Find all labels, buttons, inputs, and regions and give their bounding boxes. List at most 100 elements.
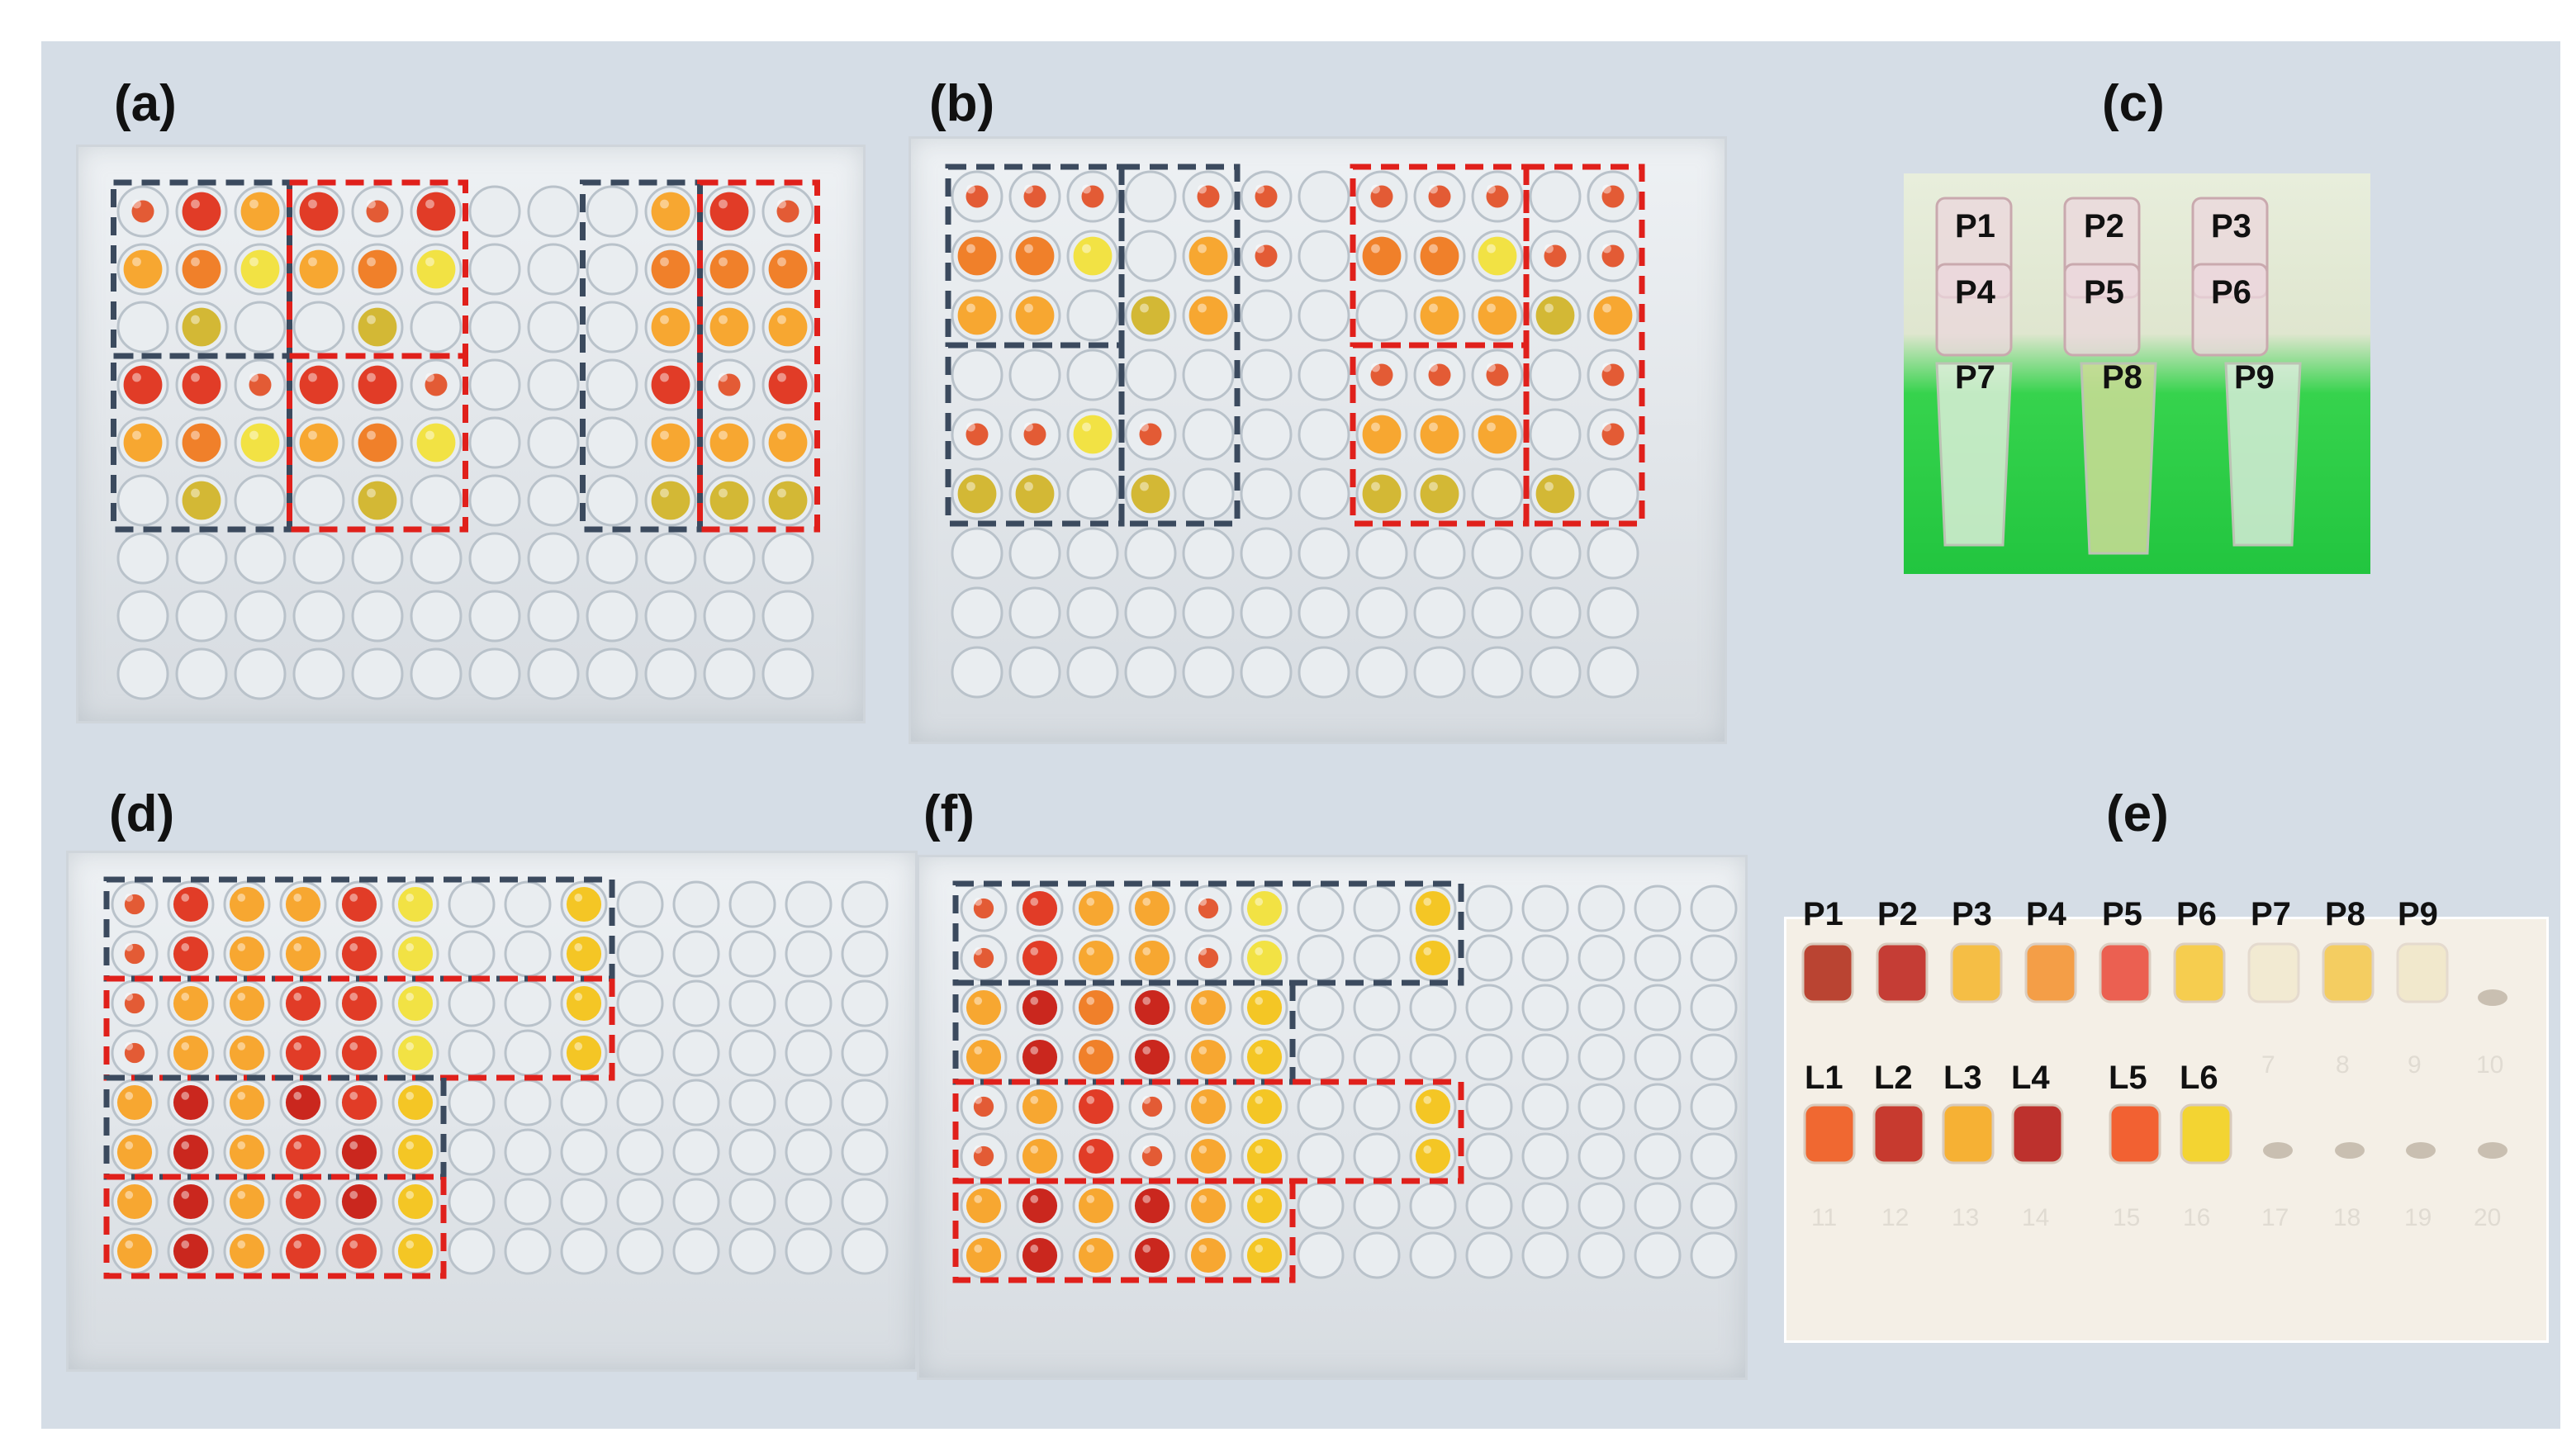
- well-highlight: [1255, 898, 1264, 906]
- well: [672, 930, 720, 978]
- tube-top: [1950, 942, 2003, 1003]
- well-highlight: [349, 894, 358, 902]
- well-sample: [1022, 890, 1058, 927]
- well: [1298, 170, 1350, 223]
- well: [448, 1227, 496, 1275]
- tube-top: [2173, 942, 2226, 1003]
- tube-bottom: [2109, 1103, 2161, 1164]
- well-sample: [1246, 940, 1283, 976]
- well-sample: [358, 307, 397, 347]
- well: [1124, 170, 1177, 223]
- well-sample: [965, 989, 1002, 1026]
- well: [1587, 586, 1639, 639]
- well-sample: [1420, 474, 1459, 514]
- well-highlight: [237, 943, 246, 951]
- well-sample: [1486, 363, 1509, 387]
- well: [586, 416, 638, 469]
- well: [1413, 527, 1466, 580]
- well-sample: [173, 985, 209, 1022]
- well-sample: [397, 1183, 434, 1220]
- well-highlight: [719, 430, 728, 440]
- well-highlight: [966, 184, 975, 194]
- well-sample: [651, 481, 690, 520]
- well-sample: [651, 192, 690, 231]
- well: [841, 1029, 889, 1077]
- well: [1521, 934, 1569, 982]
- well-highlight: [974, 898, 983, 906]
- well-highlight: [181, 894, 190, 902]
- well-highlight: [1030, 1145, 1039, 1154]
- well: [504, 1227, 552, 1275]
- rack-number-12: 12: [1881, 1204, 1910, 1231]
- well: [1634, 1231, 1682, 1279]
- well: [1690, 1033, 1738, 1081]
- well-highlight: [719, 257, 728, 267]
- well-highlight: [1602, 422, 1611, 432]
- well-highlight: [349, 1092, 358, 1100]
- well: [761, 532, 814, 585]
- well-sample: [285, 936, 321, 972]
- well-plate-a: [76, 145, 866, 723]
- well-highlight: [308, 199, 317, 209]
- well: [527, 358, 580, 411]
- well-sample: [1134, 1039, 1170, 1075]
- well-sample: [240, 423, 280, 462]
- well-highlight: [1371, 422, 1380, 432]
- tube-label-e-p7: P7: [2251, 896, 2291, 932]
- rack-number-14: 14: [2022, 1204, 2050, 1231]
- well: [672, 1079, 720, 1126]
- well-highlight: [1602, 244, 1611, 254]
- rack-number-8: 8: [2336, 1051, 2350, 1079]
- well: [292, 474, 345, 527]
- well-highlight: [181, 1092, 190, 1100]
- well-sample: [1415, 940, 1451, 976]
- well-highlight: [349, 1191, 358, 1199]
- rack-number-7: 7: [2261, 1051, 2275, 1079]
- well-sample: [1139, 423, 1162, 446]
- well-highlight: [1142, 1096, 1151, 1104]
- well: [468, 185, 521, 238]
- well-sample: [285, 1134, 321, 1170]
- well: [1413, 586, 1466, 639]
- well-sample: [566, 985, 602, 1022]
- well-sample: [1078, 940, 1114, 976]
- well: [1298, 527, 1350, 580]
- well: [504, 1029, 552, 1077]
- well-highlight: [1371, 481, 1380, 491]
- well: [1355, 646, 1408, 699]
- well-sample: [1246, 890, 1283, 927]
- tube-bottom: [2180, 1103, 2232, 1164]
- well: [616, 1128, 664, 1176]
- well: [1465, 1132, 1513, 1180]
- well-sample: [1420, 415, 1459, 454]
- well-sample: [566, 936, 602, 972]
- well-highlight: [777, 199, 786, 209]
- well-sample: [1478, 415, 1517, 454]
- well-highlight: [574, 1042, 583, 1051]
- well-sample: [123, 365, 163, 405]
- well: [586, 647, 638, 700]
- well-sample: [1015, 236, 1055, 276]
- well-highlight: [660, 372, 669, 382]
- well-highlight: [1086, 997, 1095, 1005]
- well-sample: [229, 1183, 265, 1220]
- well-sample: [1420, 236, 1459, 276]
- well-highlight: [974, 1195, 983, 1203]
- well: [1298, 349, 1350, 401]
- plate-b-wells: [945, 164, 1645, 699]
- well-highlight: [1140, 422, 1149, 432]
- well: [703, 590, 756, 643]
- well-sample: [709, 249, 749, 289]
- well: [1634, 1033, 1682, 1081]
- well: [586, 474, 638, 527]
- well-highlight: [574, 943, 583, 951]
- well: [1353, 1231, 1401, 1279]
- well-highlight: [132, 199, 141, 209]
- well: [728, 1029, 776, 1077]
- well-highlight: [237, 894, 246, 902]
- well-sample: [1022, 1237, 1058, 1273]
- tube-top: [2396, 942, 2449, 1003]
- well-highlight: [1371, 244, 1380, 254]
- well: [527, 416, 580, 469]
- well: [951, 527, 1003, 580]
